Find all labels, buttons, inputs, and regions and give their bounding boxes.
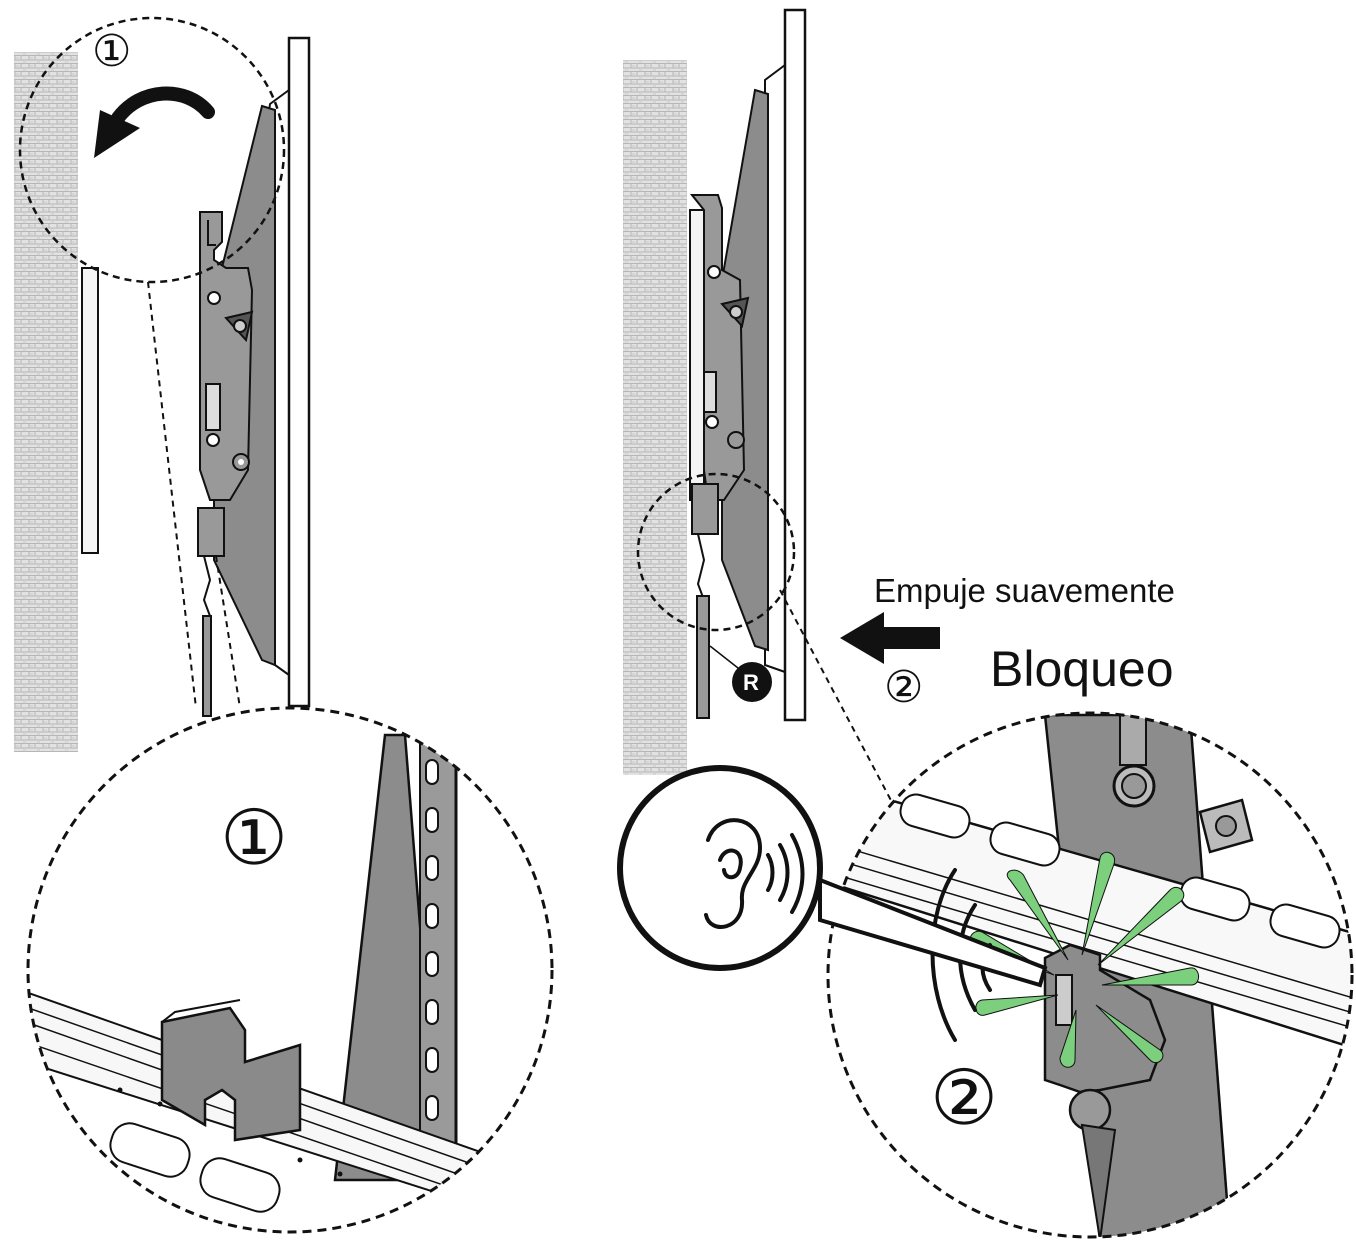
arrow-left-icon: [840, 612, 940, 664]
ear-sound-icon: [617, 765, 1048, 988]
left-scene: [14, 16, 311, 752]
lock-latch-right: [691, 483, 719, 535]
lock-label: Bloqueo: [990, 641, 1174, 697]
push-gently-label: Empuje suavemente: [874, 572, 1175, 609]
zoom-detail-1: [26, 706, 554, 1234]
step-2-zoom-marker: ②: [930, 1053, 999, 1142]
wall-left: [14, 52, 78, 752]
wall-plate-left: [81, 267, 99, 554]
rotate-left-arrow-icon: [94, 86, 215, 158]
step-1-zoom-marker: ①: [220, 793, 289, 882]
step-2-marker: ②: [884, 662, 924, 713]
zoom-detail-2: [826, 711, 1354, 1239]
hook-bracket: [160, 1006, 302, 1142]
tv-panel-left: [287, 36, 311, 708]
pull-cord-right: [696, 595, 710, 719]
part-r-marker: [732, 662, 772, 702]
tv-panel-right: [783, 8, 807, 722]
detail-circle-lock: [636, 472, 796, 632]
right-scene: [623, 8, 940, 809]
lock-latch-left: [197, 507, 225, 557]
detail-circle-rotate: [18, 16, 286, 284]
wall-plate-right: [689, 209, 705, 501]
pull-cord-left: [202, 615, 212, 717]
step-1-marker: ①: [92, 26, 132, 77]
wall-right: [623, 60, 687, 775]
part-r-label: R: [743, 670, 759, 695]
